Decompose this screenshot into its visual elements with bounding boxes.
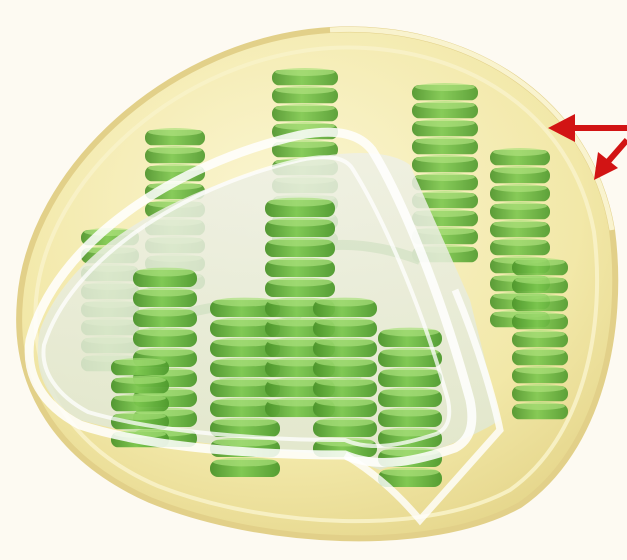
thylakoid-disc-highlight	[415, 137, 475, 145]
thylakoid-disc-highlight	[268, 238, 332, 247]
thylakoid-disc-highlight	[268, 278, 332, 287]
thylakoid-disc-highlight	[275, 68, 335, 76]
thylakoid-disc-highlight	[415, 83, 475, 91]
thylakoid-disc-highlight	[381, 408, 439, 417]
thylakoid-disc-highlight	[493, 166, 547, 174]
thylakoid-disc-highlight	[213, 418, 277, 427]
thylakoid-disc-highlight	[515, 294, 565, 302]
thylakoid-disc-highlight	[415, 155, 475, 163]
thylakoid-disc-highlight	[268, 198, 332, 207]
thylakoid-disc-highlight	[515, 402, 565, 410]
thylakoid-disc-highlight	[316, 358, 374, 367]
thylakoid-disc-highlight	[515, 258, 565, 266]
thylakoid-disc-highlight	[316, 418, 374, 427]
thylakoid-disc-highlight	[316, 378, 374, 387]
pointer-arrow-inner-membrane	[594, 140, 627, 180]
thylakoid-disc-highlight	[114, 394, 166, 402]
thylakoid-disc-highlight	[148, 128, 202, 136]
thylakoid-disc-highlight	[268, 218, 332, 227]
thylakoid-disc-highlight	[515, 330, 565, 338]
thylakoid-disc-highlight	[316, 338, 374, 347]
thylakoid-disc-highlight	[114, 358, 166, 366]
thylakoid-disc-highlight	[381, 368, 439, 377]
thylakoid-disc-highlight	[275, 104, 335, 112]
thylakoid-disc-highlight	[515, 312, 565, 320]
thylakoid-disc-highlight	[316, 298, 374, 307]
thylakoid-disc-highlight	[493, 202, 547, 210]
thylakoid-disc-highlight	[136, 348, 194, 357]
thylakoid-disc-highlight	[381, 388, 439, 397]
thylakoid-disc-highlight	[515, 276, 565, 284]
thylakoid-disc-highlight	[493, 184, 547, 192]
thylakoid-disc-highlight	[493, 220, 547, 228]
thylakoid-disc-highlight	[515, 384, 565, 392]
thylakoid-disc-highlight	[275, 86, 335, 94]
thylakoid-disc-highlight	[415, 101, 475, 109]
thylakoid-disc-highlight	[316, 398, 374, 407]
thylakoid-disc-highlight	[136, 308, 194, 317]
thylakoid-disc-highlight	[515, 366, 565, 374]
thylakoid-disc-highlight	[316, 318, 374, 327]
thylakoid-disc-highlight	[268, 258, 332, 267]
thylakoid-disc-highlight	[493, 148, 547, 156]
thylakoid-disc-highlight	[515, 348, 565, 356]
thylakoid-disc-highlight	[381, 328, 439, 337]
thylakoid-disc-highlight	[114, 376, 166, 384]
granum-stack-back	[512, 258, 568, 419]
thylakoid-disc-highlight	[148, 146, 202, 154]
thylakoid-disc-highlight	[415, 119, 475, 127]
thylakoid-disc-highlight	[415, 173, 475, 181]
thylakoid-disc-highlight	[136, 268, 194, 277]
thylakoid-disc-highlight	[213, 458, 277, 467]
thylakoid-disc-highlight	[136, 328, 194, 337]
thylakoid-disc-highlight	[381, 468, 439, 477]
thylakoid-disc-highlight	[136, 288, 194, 297]
thylakoid-disc-highlight	[493, 238, 547, 246]
